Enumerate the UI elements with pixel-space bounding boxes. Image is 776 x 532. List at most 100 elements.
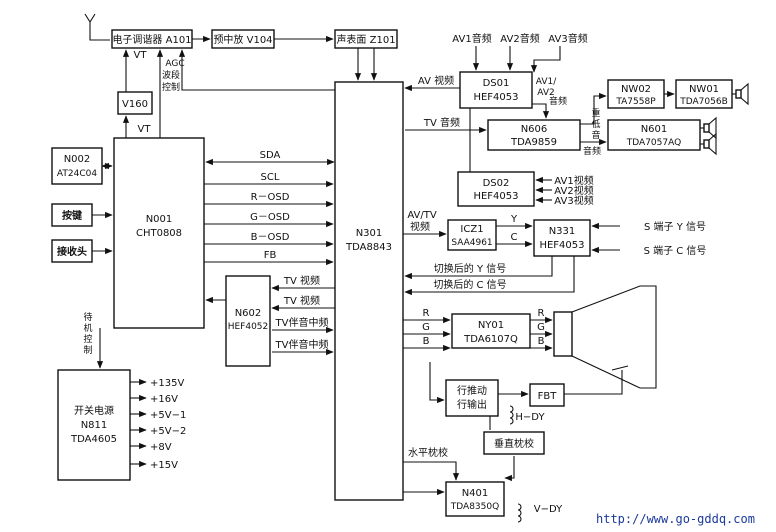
- avtv-video-label-b: 视频: [410, 220, 430, 233]
- n606-chip: TDA9859: [510, 137, 557, 148]
- bass-speaker-icon: [735, 82, 749, 106]
- v160-block: V160: [117, 91, 153, 115]
- watermark-url: http://www.go-gddq.com: [596, 512, 755, 526]
- bass-label-2: 低: [591, 118, 600, 130]
- ds02-chip: HEF4053: [473, 191, 518, 202]
- tv-audio-label: TV 音频: [423, 116, 460, 129]
- tv-sif-1-label: TV伴音中频: [275, 316, 329, 329]
- n301-block: N301 TDA8843: [334, 81, 404, 501]
- rail-label: +8V: [150, 442, 172, 453]
- h-drive-label-1: 行推动: [457, 384, 487, 397]
- b-in-label: B: [423, 336, 430, 347]
- standby-label-4: 制: [83, 344, 92, 356]
- bass-label-1: 重: [591, 107, 600, 119]
- tuner-block: 电子调谐器 A101: [111, 29, 193, 49]
- speaker-right-icon: [700, 132, 717, 156]
- ds01-name: DS01: [483, 78, 510, 89]
- v-dy-coil-icon: [517, 503, 522, 523]
- n002-block: N002 AT24C04: [51, 147, 103, 185]
- band-ctrl-label-1: 波段: [162, 69, 180, 81]
- rail-label: +135V: [150, 378, 184, 389]
- s-c-label: S 端子 C 信号: [644, 244, 707, 257]
- antenna-icon: [84, 13, 110, 41]
- vt-mid-label: VT: [138, 124, 152, 135]
- n602-name: N602: [235, 308, 262, 319]
- ds01-block: DS01 HEF4053: [459, 71, 533, 109]
- av12-audio-label-a: AV1/: [536, 77, 557, 87]
- n601-chip: TDA7057AQ: [626, 138, 681, 148]
- av-video-label: AV 视频: [418, 74, 454, 87]
- av2-video-label: AV2视频: [554, 184, 593, 197]
- av12-audio-label-b: AV2: [537, 88, 554, 98]
- n401-block: N401 TDA8350Q: [445, 481, 505, 517]
- nw01-chip: TDA7056B: [679, 97, 728, 107]
- n602-chip: HEF4052: [228, 322, 269, 332]
- standby-label-1: 待: [83, 311, 92, 323]
- psu-block: 开关电源 N811 TDA4605: [57, 369, 131, 481]
- v-dy-label: V−DY: [534, 504, 563, 515]
- g-out-label: G: [537, 322, 545, 333]
- rail-label: +5V−2: [150, 426, 186, 437]
- psu-name: N811: [81, 420, 108, 431]
- n602-block: N602 HEF4052: [225, 275, 271, 367]
- ny01-chip: TDA6107Q: [463, 334, 518, 345]
- fb-label: FB: [264, 250, 277, 261]
- nw01-block: NW01 TDA7056B: [675, 79, 733, 109]
- receiver-block: 接收头: [51, 239, 93, 263]
- r-out-label: R: [538, 308, 545, 319]
- av3-audio-label: AV3音频: [548, 32, 587, 45]
- n002-name: N002: [64, 154, 91, 165]
- tv-video-1-label: TV 视频: [283, 274, 320, 287]
- standby-label-3: 控: [83, 333, 92, 345]
- bass-label-3: 音: [591, 129, 600, 141]
- fbt-block: FBT: [529, 383, 565, 407]
- n606-name: N606: [521, 124, 548, 135]
- n331-block: N331 HEF4053: [533, 219, 591, 257]
- speaker-left-icon: [700, 116, 717, 140]
- ds02-name: DS02: [483, 178, 510, 189]
- g-in-label: G: [422, 322, 430, 333]
- v-corr-label: 垂直枕校: [494, 437, 534, 450]
- icz1-name: ICZ1: [460, 224, 483, 235]
- vt-top-label: VT: [134, 50, 148, 61]
- c-label: C: [511, 232, 518, 243]
- n002-chip: AT24C04: [57, 169, 97, 179]
- preamp-label: 预中放 V104: [213, 33, 272, 46]
- avtv-video-label-a: AV/TV: [407, 210, 437, 221]
- agc-label: AGC: [165, 59, 184, 69]
- av1-audio-label: AV1音频: [452, 32, 491, 45]
- n601-name: N601: [641, 124, 668, 135]
- y-label: Y: [510, 214, 518, 225]
- fbt-label: FBT: [538, 391, 558, 402]
- icz1-block: ICZ1 SAA4961: [447, 219, 497, 251]
- tv-sif-2-label: TV伴音中频: [275, 338, 329, 351]
- nw02-chip: TA7558P: [615, 97, 656, 107]
- nw02-block: NW02 TA7558P: [607, 79, 665, 109]
- s-y-label: S 端子 Y 信号: [644, 220, 706, 233]
- h-drive-label-2: 行输出: [457, 398, 487, 411]
- b-osd-label: B－OSD: [251, 232, 290, 243]
- n401-name: N401: [462, 488, 489, 499]
- power-rails: +135V +16V +5V−1 +5V−2 +8V +15V: [130, 378, 186, 471]
- receiver-label: 接收头: [57, 245, 87, 258]
- nw02-name: NW02: [621, 84, 651, 95]
- ds02-block: DS02 HEF4053: [457, 171, 535, 207]
- sda-label: SDA: [260, 150, 281, 161]
- audio-out-label: 音频: [583, 145, 601, 157]
- av12-audio-label-c: 音频: [549, 95, 567, 107]
- standby-label-2: 机: [83, 322, 92, 334]
- icz1-chip: SAA4961: [451, 238, 492, 248]
- ny01-block: NY01 TDA6107Q: [451, 313, 531, 349]
- h-drive-block: 行推动 行输出: [445, 379, 499, 417]
- r-osd-label: R－OSD: [251, 192, 290, 203]
- h-dy-coil-icon: [509, 405, 514, 425]
- rail-label: +15V: [150, 460, 178, 471]
- switched-y-label: 切换后的 Y 信号: [434, 262, 506, 275]
- n331-name: N331: [549, 226, 576, 237]
- psu-title: 开关电源: [74, 404, 114, 417]
- h-pin-label: 水平枕校: [408, 446, 448, 459]
- crt-icon: [553, 285, 657, 389]
- av2-audio-label: AV2音频: [500, 32, 539, 45]
- v160-label: V160: [122, 99, 148, 110]
